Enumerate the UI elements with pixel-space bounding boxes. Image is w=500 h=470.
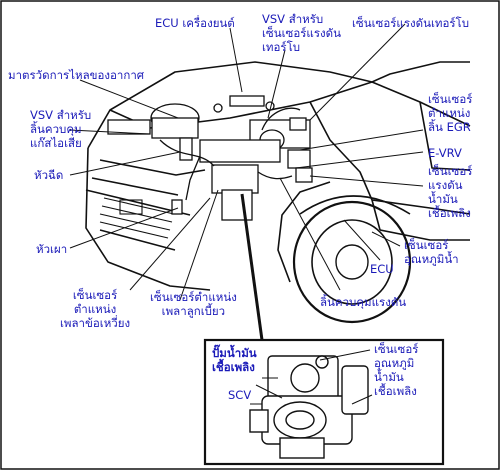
label-vsv-egr: VSV สำหรับ ลิ้นควบคุม แก๊สไอเสีย (30, 108, 92, 150)
front-wheel (292, 195, 412, 324)
label-crank-position-sensor: เซ็นเซอร์ ตำแหน่ง เพลาข้อเหวี่ยง (60, 288, 131, 330)
label-e-vrv: E-VRV (428, 146, 462, 160)
label-inset-fuel-temp-sensor: เซ็นเซอร์ อุณหภูมิ น้ำมัน เชื้อเพลิง (374, 342, 419, 398)
label-ecu: ECU (370, 262, 394, 276)
label-ecu-engine: ECU เครื่องยนต์ (155, 16, 235, 30)
label-injector: หัวฉีด (34, 168, 64, 182)
label-inset-fuel-pump: ปั๊มน้ำมัน เชื้อเพลิง (212, 346, 257, 374)
grille (99, 197, 175, 239)
leader-lines (69, 23, 424, 341)
label-pressure-control-valve: ลิ้นควบคุมแรงดัน (320, 295, 407, 309)
label-vsv-turbo: VSV สำหรับ เซ็นเซอร์แรงดัน เทอร์โบ (262, 12, 341, 54)
label-turbo-pressure-sensor: เซ็นเซอร์แรงดันเทอร์โบ (352, 16, 470, 30)
fuel-pump-inset (203, 338, 445, 466)
label-coolant-temp-sensor: เซ็นเซอร์ อุณหภูมิน้ำ (404, 238, 459, 266)
label-fuel-pressure-sensor: เซ็นเซอร์ แรงดัน น้ำมัน เชื้อเพลิง (428, 164, 473, 220)
label-cam-position-sensor: เซ็นเซอร์ตำแหน่ง เพลาลูกเบี้ยว (150, 290, 237, 318)
label-egr-position-sensor: เซ็นเซอร์ ตำแหน่ง ลิ้น EGR (428, 92, 473, 134)
label-glow-plug: หัวเผา (36, 242, 68, 256)
label-air-flow-meter: มาตรวัดการไหลของอากาศ (8, 68, 145, 82)
engine-components (107, 95, 313, 221)
label-inset-scv: SCV (228, 388, 252, 402)
